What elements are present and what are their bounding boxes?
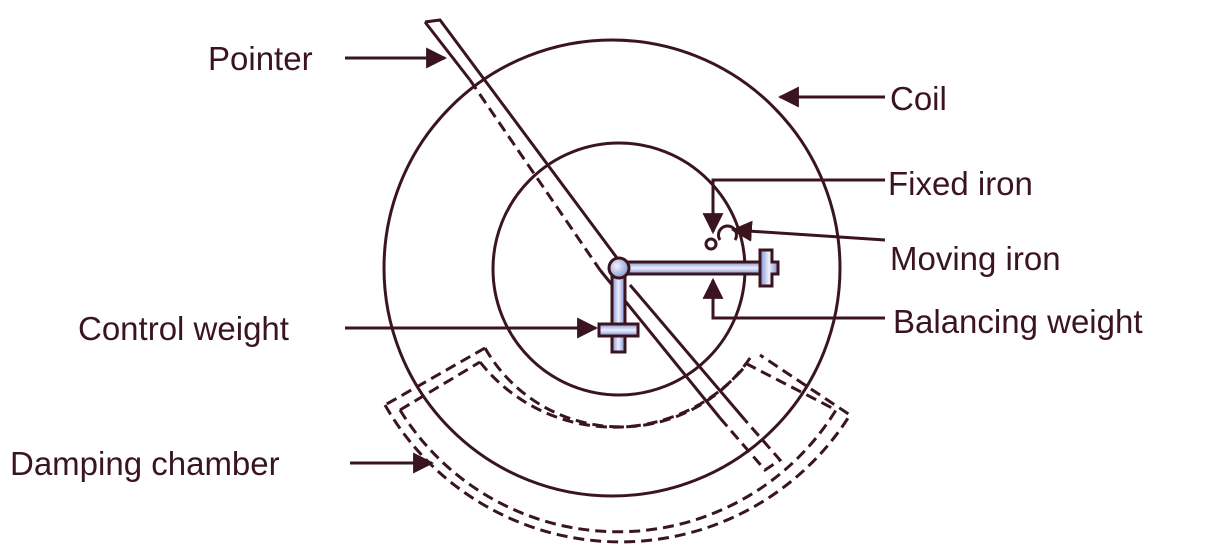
label-fixed-iron: Fixed iron (888, 165, 1033, 202)
coil-circle (382, 38, 842, 498)
moving-iron-leader (730, 220, 886, 242)
label-pointer: Pointer (208, 40, 313, 77)
moving-iron (717, 224, 738, 241)
label-control-weight: Control weight (78, 310, 289, 347)
label-damping-chamber: Damping chamber (10, 445, 280, 482)
damping-chamber (383, 346, 853, 544)
label-moving-iron: Moving iron (890, 240, 1061, 277)
label-coil: Coil (890, 80, 947, 117)
fixed-iron-leader (702, 178, 885, 235)
pivot (607, 256, 631, 280)
pointer (423, 18, 783, 472)
label-balancing-weight: Balancing weight (893, 303, 1143, 340)
fixed-iron (704, 237, 718, 251)
balancing-weight (620, 248, 780, 288)
balancing-weight-leader (702, 277, 885, 320)
